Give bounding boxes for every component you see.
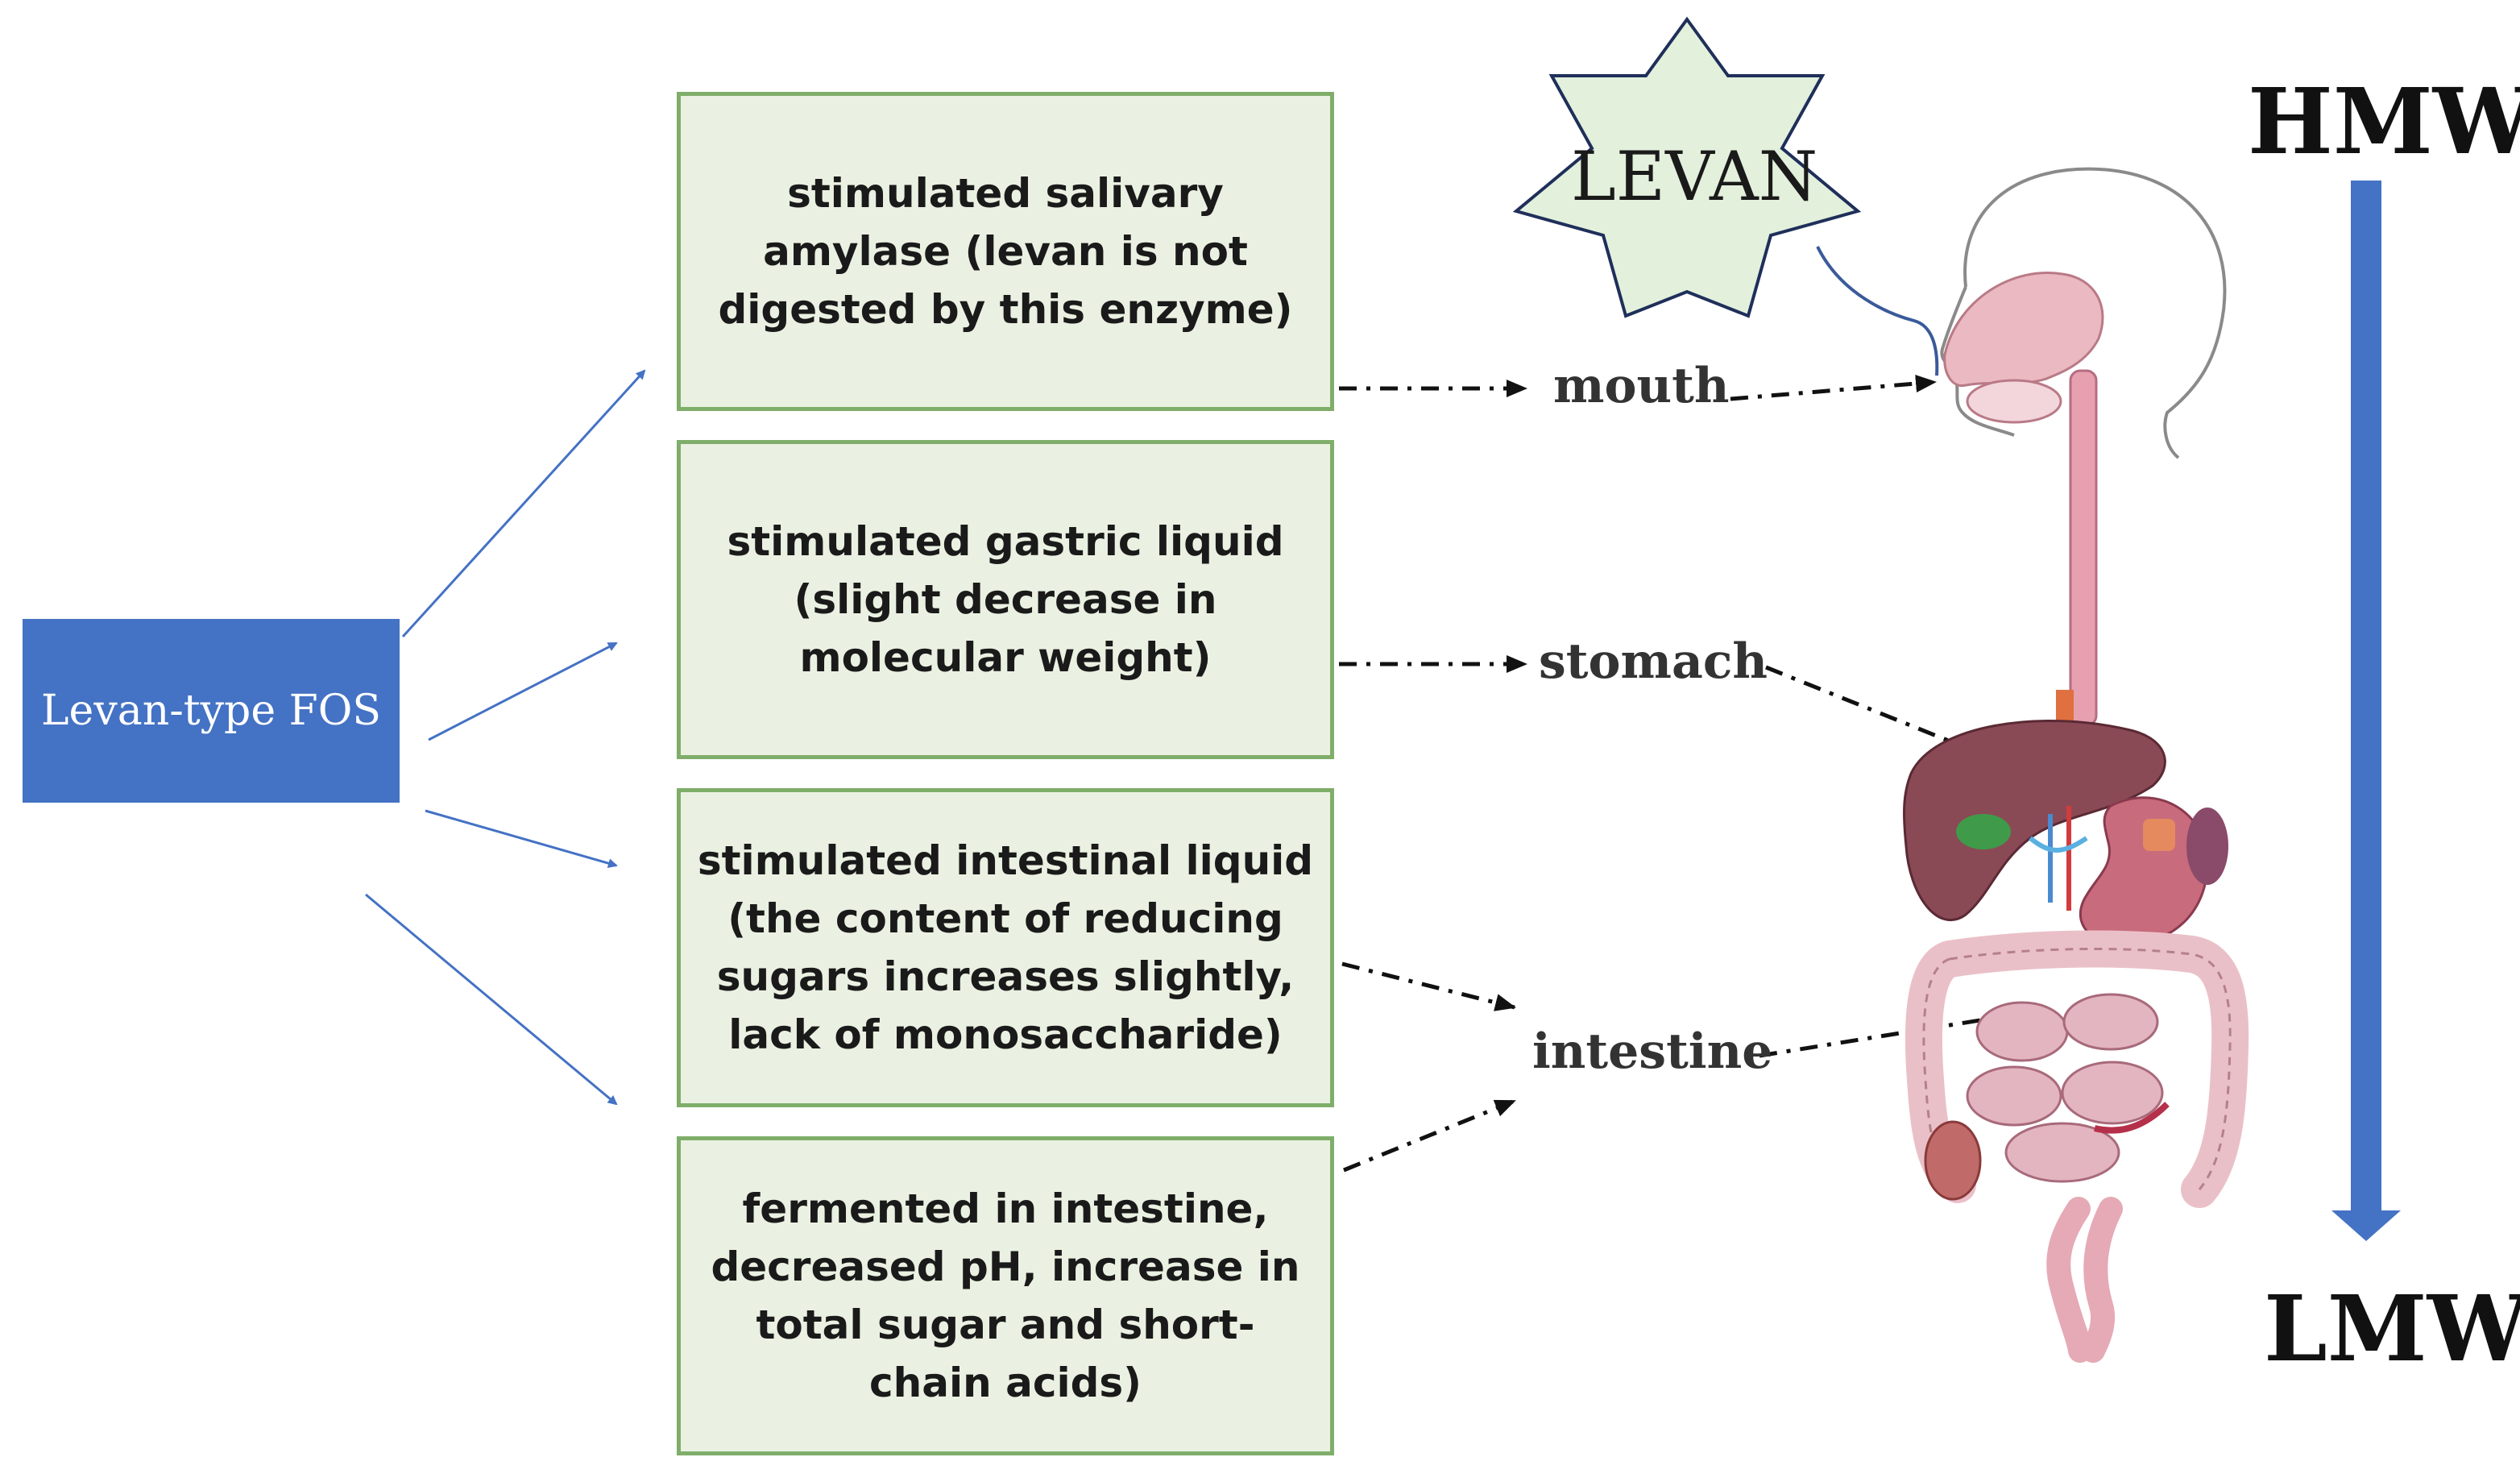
stage-text-salivary: stimulated salivary amylase (levan is no…: [718, 170, 1293, 333]
source-arrow-2: [428, 641, 618, 741]
spleen-icon: [2186, 808, 2228, 885]
organ-label-mouth: mouth: [1553, 358, 1730, 414]
large-intestine-outline: [1922, 947, 2232, 1190]
tongue-icon: [1966, 379, 2062, 424]
high-molecular-weight-label: HMW: [2248, 69, 2520, 175]
source-arrows: [365, 369, 646, 1106]
levan-label: LEVAN: [1571, 137, 1818, 216]
stage-text-gastric: stimulated gastric liquid (slight decrea…: [727, 518, 1284, 681]
organ-label-stomach: stomach: [1539, 633, 1768, 690]
stage-text-fermented: fermented in intestine, decreased pH, in…: [711, 1185, 1300, 1406]
stage-box-salivary: stimulated salivary amylase (levan is no…: [677, 92, 1334, 411]
arrow-intestine-organ: [1759, 1006, 2032, 1058]
arrow-mouth-organ: [1730, 375, 1937, 401]
stage-box-gastric: stimulated gastric liquid (slight decrea…: [677, 440, 1334, 759]
source-arrow-1: [401, 369, 646, 638]
rectum-icon: [2046, 1197, 2123, 1363]
source-label: Levan-type FOS: [41, 687, 381, 735]
small-intestine-icon: [1966, 993, 2170, 1183]
oral-cavity-icon: [1943, 272, 2104, 387]
liver-icon: [1903, 719, 2166, 921]
levan-connector-line: [1816, 246, 1939, 376]
source-arrow-3: [425, 809, 618, 869]
stage-box-fermented: fermented in intestine, decreased pH, in…: [677, 1136, 1334, 1455]
stomach-icon: [2079, 796, 2209, 946]
cecum-icon: [1924, 1120, 1982, 1201]
source-arrow-4: [365, 893, 618, 1106]
pancreas-icon: [2143, 819, 2175, 851]
stage-box-intestinal: stimulated intestinal liquid (the conten…: [677, 788, 1334, 1107]
low-molecular-weight-label: LMW: [2264, 1277, 2520, 1382]
esophagus-icon: [2069, 369, 2098, 727]
gallbladder-icon: [1956, 814, 2011, 849]
organ-label-intestine: intestine: [1532, 1023, 1773, 1080]
arrow-box4-intestine: [1343, 1098, 1516, 1173]
levan-star-shape: [1512, 16, 1862, 318]
molecular-weight-arrow: [2331, 181, 2401, 1241]
arrow-box3-intestine: [1341, 961, 1516, 1011]
digestive-system-illustration: [1903, 167, 2249, 1363]
organ-arrows: [1339, 375, 2112, 1173]
stage-text-intestinal: stimulated intestinal liquid (the conten…: [697, 837, 1314, 1058]
blood-vessels-icon: [2029, 806, 2088, 911]
source-box: Levan-type FOS: [23, 619, 400, 803]
